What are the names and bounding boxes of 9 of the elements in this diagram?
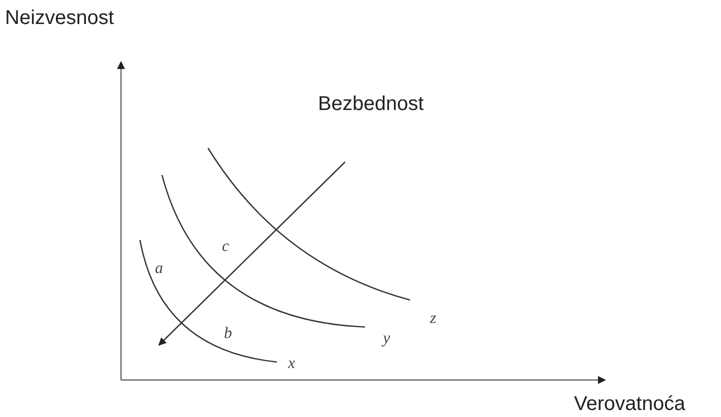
- curve-label: y: [383, 330, 390, 348]
- curve-label: x: [288, 355, 296, 373]
- axis-title: Neizvesnost: [5, 6, 114, 30]
- curve-label: Bezbednost: [318, 92, 424, 116]
- point-label: a: [155, 260, 163, 278]
- point-label: c: [222, 238, 230, 256]
- point-label: b: [224, 325, 232, 343]
- curve-label: z: [430, 310, 436, 328]
- axis-title: Verovatnoća: [574, 392, 686, 416]
